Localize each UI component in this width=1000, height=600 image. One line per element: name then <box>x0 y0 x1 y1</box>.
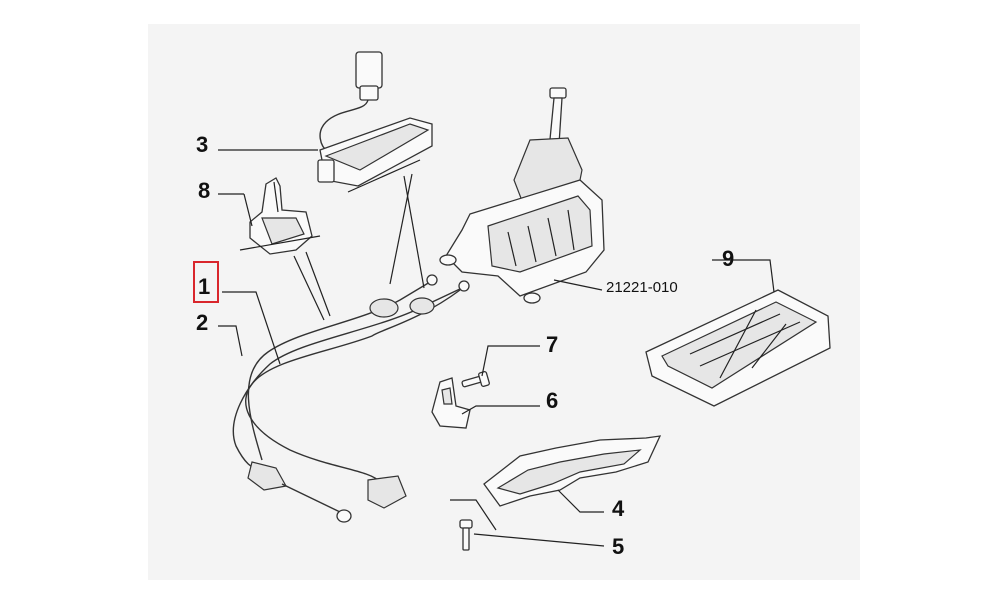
part-1-2-gear-cables[interactable] <box>232 274 470 523</box>
callout-2[interactable]: 2 <box>196 310 208 335</box>
callout-9[interactable]: 9 <box>722 246 734 271</box>
part-6-small-bracket[interactable] <box>431 377 471 429</box>
callout-7[interactable]: 7 <box>546 332 558 357</box>
callout-5[interactable]: 5 <box>612 534 624 559</box>
callout-3[interactable]: 3 <box>196 132 208 157</box>
reference-label[interactable]: 21221-010 <box>606 279 678 296</box>
callout-6[interactable]: 6 <box>546 388 558 413</box>
leader-lines <box>218 149 775 547</box>
part-7-bolt[interactable] <box>461 370 490 388</box>
callout-4[interactable]: 4 <box>612 496 625 521</box>
callout-8[interactable]: 8 <box>198 178 210 203</box>
part-9-cover-panel[interactable] <box>645 289 831 407</box>
part-8-bracket[interactable] <box>239 177 321 255</box>
callout-1[interactable]: 1 <box>198 274 210 299</box>
gear-lever-assembly[interactable] <box>439 87 605 304</box>
part-4-heat-shield[interactable] <box>483 435 662 507</box>
part-3-sensor-switch[interactable] <box>317 51 433 193</box>
part-5-screw[interactable] <box>459 519 473 551</box>
highlight-box <box>193 261 219 303</box>
